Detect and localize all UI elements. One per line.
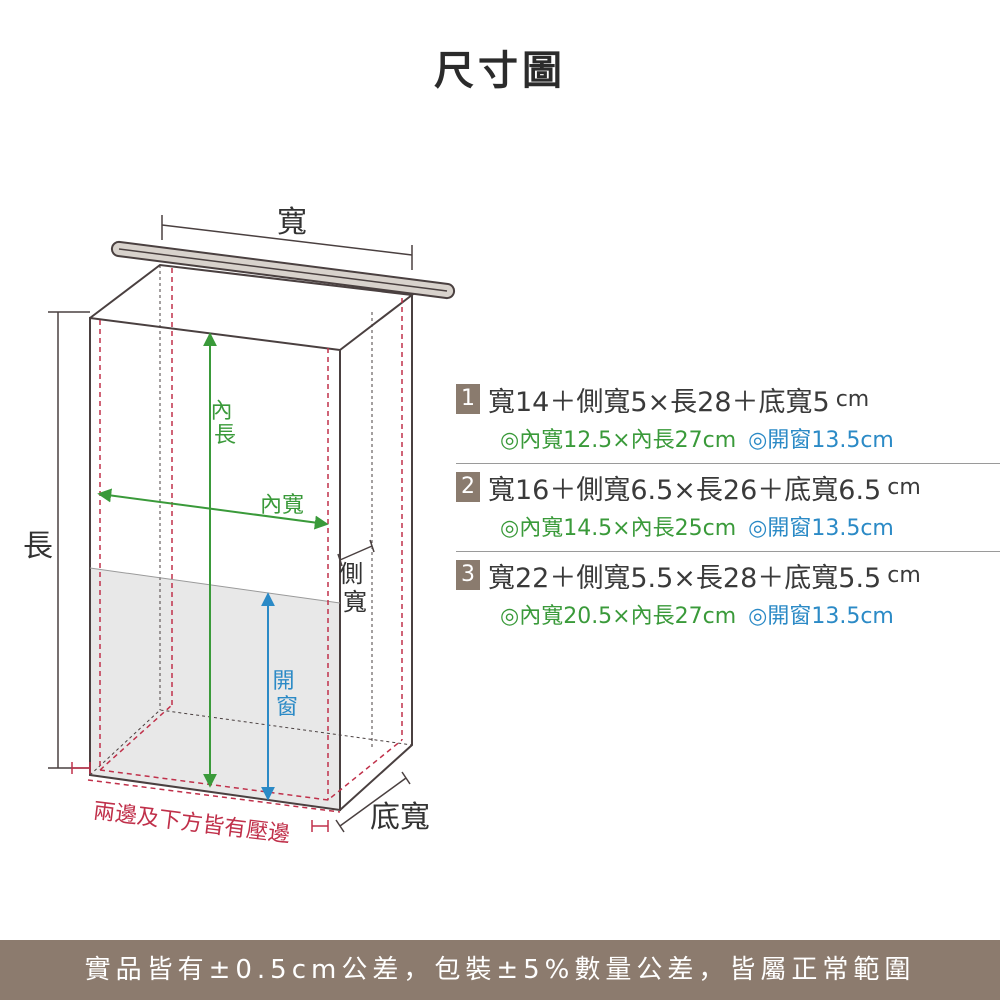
spec-unit: cm <box>887 562 921 588</box>
width-label: 寬 <box>277 205 307 240</box>
spec-number-badge: 2 <box>456 472 480 502</box>
bottom-hidden-lines <box>89 709 413 776</box>
bottom-width-dimension <box>335 771 411 833</box>
spec-divider <box>456 463 1000 464</box>
tolerance-footer: 實品皆有±0.5cm公差，包裝±5%數量公差，皆屬正常範圍 <box>0 940 1000 1000</box>
inner-width-label: 內寬 <box>260 493 304 518</box>
spec-item: 2 寬16＋側寬6.5×長26＋底寬6.5 cm ◎內寬14.5×內長25cm◎… <box>456 470 1000 558</box>
bottom-width-label: 底寬 <box>370 800 430 835</box>
side-width-dimension <box>337 539 375 567</box>
spec-dimensions: 寬22＋側寬5.5×長28＋底寬5.5 <box>488 562 882 594</box>
spec-inner-size: ◎內寬20.5×內長27cm <box>500 604 737 629</box>
tin-tie-bar <box>110 240 456 300</box>
spec-sub-line: ◎內寬14.5×內長25cm ◎開窗13.5cm <box>500 510 894 542</box>
inner-length-char-2: 長 <box>214 423 236 448</box>
spec-unit: cm <box>835 386 870 412</box>
spec-item: 3 寬22＋側寬5.5×長28＋底寬5.5 cm ◎內寬20.5×內長27cm◎… <box>456 558 1000 646</box>
spec-inner-size: ◎內寬14.5×內長25cm <box>500 516 737 541</box>
seal-lines <box>87 268 403 813</box>
spec-sub-line: ◎內寬20.5×內長27cm ◎開窗13.5cm <box>500 598 894 630</box>
side-width-char-1: 側 <box>339 560 363 588</box>
window-char-1: 開 <box>272 669 294 694</box>
side-width-label: 側 寬 <box>339 560 371 616</box>
page-title: 尺寸圖 <box>434 48 566 94</box>
bag-top-edge <box>89 263 415 351</box>
spec-dimensions: 寬14＋側寬5×長28＋底寬5 <box>488 386 830 418</box>
spec-main-line: 2 寬16＋側寬6.5×長26＋底寬6.5 cm <box>456 470 921 506</box>
spec-inner-size: ◎內寬12.5×內長27cm <box>500 428 737 453</box>
spec-main-line: 1 寬14＋側寬5×長28＋底寬5 cm <box>456 382 870 418</box>
side-width-char-2: 寬 <box>343 588 367 616</box>
spec-divider <box>456 551 1000 552</box>
seal-note-label: 兩邊及下方皆有壓邊 <box>92 799 292 848</box>
spec-dimensions: 寬16＋側寬6.5×長26＋底寬6.5 <box>488 474 882 506</box>
spec-window-size: ◎開窗13.5cm <box>748 604 894 629</box>
side-panel <box>339 295 413 811</box>
spec-unit: cm <box>887 474 921 500</box>
inner-length-label: 內 長 <box>210 399 239 448</box>
spec-number-badge: 3 <box>456 560 480 590</box>
spec-list: 1 寬14＋側寬5×長28＋底寬5 cm ◎內寬12.5×內長27cm ◎開窗13… <box>456 382 1000 646</box>
length-label: 長 <box>23 529 53 564</box>
length-dimension <box>48 311 90 769</box>
spec-main-line: 3 寬22＋側寬5.5×長28＋底寬5.5 cm <box>456 558 921 594</box>
spec-window-size: ◎開窗13.5cm <box>748 516 894 541</box>
seal-ticks <box>71 762 329 832</box>
width-dimension <box>161 215 413 270</box>
spec-sub-line: ◎內寬12.5×內長27cm ◎開窗13.5cm <box>500 422 894 454</box>
inner-length-char-1: 內 <box>210 399 232 424</box>
window-char-2: 窗 <box>276 695 298 720</box>
spec-item: 1 寬14＋側寬5×長28＋底寬5 cm ◎內寬12.5×內長27cm ◎開窗13… <box>456 382 1000 470</box>
spec-window-size: ◎開窗13.5cm <box>748 428 894 453</box>
bag-dimension-diagram: 寬 長 內 長 內寬 開 窗 側 寬 底寬 <box>23 205 456 848</box>
spec-number-badge: 1 <box>456 384 480 414</box>
window-label: 開 窗 <box>272 669 301 720</box>
inner-width-arrow <box>97 488 329 530</box>
